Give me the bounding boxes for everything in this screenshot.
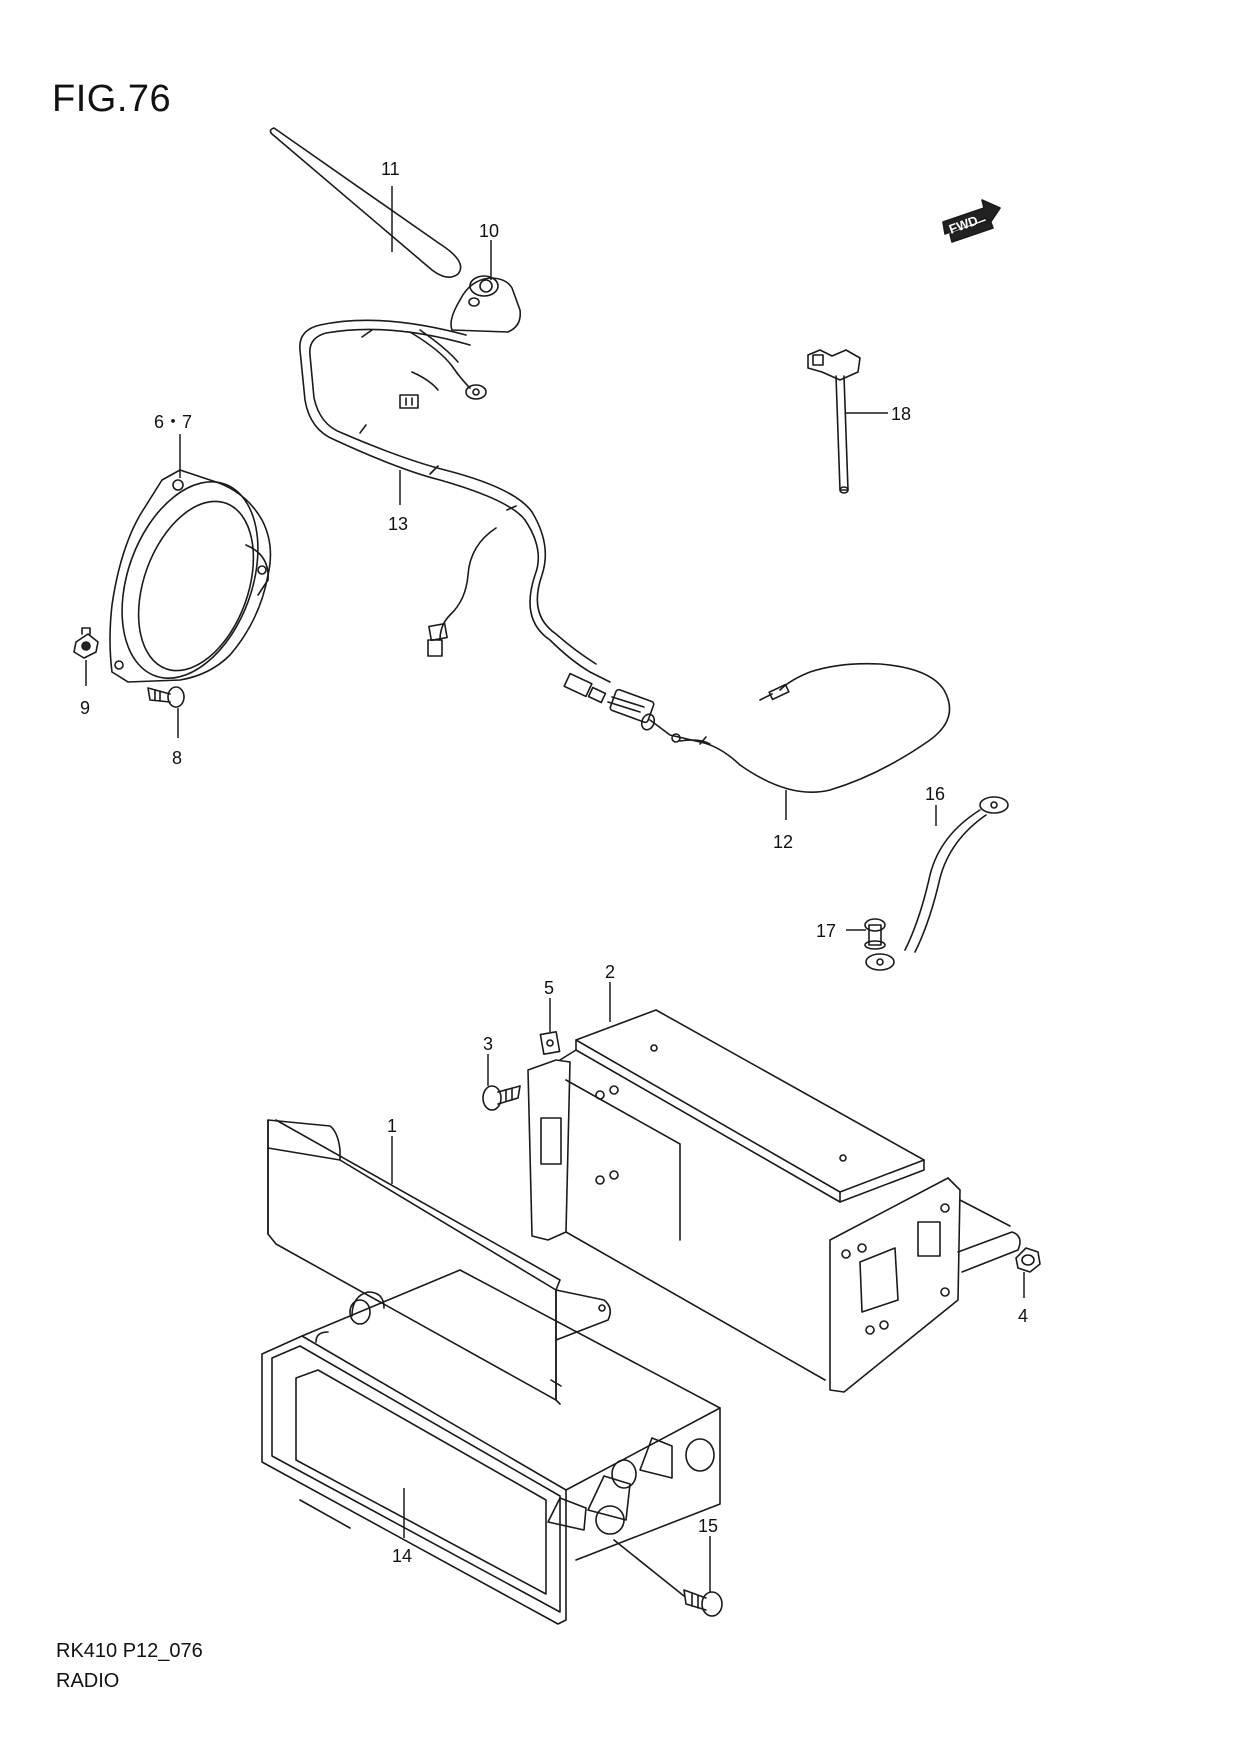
callout-16: 16 — [925, 784, 945, 804]
callout-18: 18 — [891, 404, 911, 424]
part-2-mounting-bracket — [527, 1009, 1021, 1393]
callout-13: 13 — [388, 514, 408, 534]
callout-9: 9 — [80, 698, 90, 718]
part-13-antenna-harness — [299, 319, 597, 673]
part-12-antenna-cable — [563, 662, 951, 793]
callout-labels: 11 10 6・7 13 18 9 8 12 16 17 5 2 3 1 4 1… — [80, 159, 1028, 1566]
part-3-screw — [482, 1085, 521, 1111]
part-17-bolt — [864, 918, 886, 950]
callout-12: 12 — [773, 832, 793, 852]
part-16-ground-wire — [865, 796, 1009, 971]
part-11-antenna-rod — [269, 127, 462, 278]
callout-1: 1 — [387, 1116, 397, 1136]
callout-4: 4 — [1018, 1306, 1028, 1326]
callout-2: 2 — [605, 962, 615, 982]
callout-3: 3 — [483, 1034, 493, 1054]
callout-15: 15 — [698, 1516, 718, 1536]
callout-17: 17 — [816, 921, 836, 941]
part-1-radio-panel — [267, 1119, 612, 1405]
callout-10: 10 — [479, 221, 499, 241]
part-6-7-speaker — [109, 469, 272, 683]
part-15-screw — [613, 1539, 723, 1617]
callout-leader-lines — [85, 186, 1025, 1592]
callout-11: 11 — [381, 159, 400, 179]
callout-5: 5 — [544, 978, 554, 998]
diagram-code: RK410 P12_076 — [56, 1640, 203, 1662]
callout-6-7: 6・7 — [154, 412, 192, 432]
diagram-section-name: RADIO — [56, 1670, 120, 1692]
callout-14: 14 — [392, 1546, 412, 1566]
part-14-radio-head-unit — [261, 1269, 721, 1625]
figure-title: FIG.76 — [52, 78, 172, 120]
part-9-clip — [73, 627, 99, 659]
part-8-screw — [147, 686, 185, 708]
part-10-antenna-base — [450, 275, 522, 333]
part-5-nut-clip — [539, 1030, 561, 1056]
part-4-nut — [1015, 1247, 1041, 1273]
part-18-harness-clamp — [807, 349, 861, 494]
callout-8: 8 — [172, 748, 182, 768]
fwd-direction-badge: FWD — [942, 199, 1001, 243]
